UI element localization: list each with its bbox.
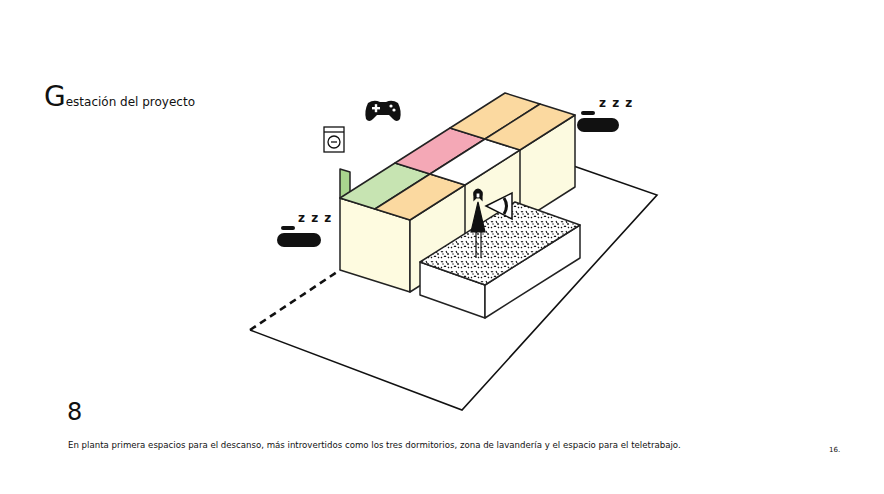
- planter: [420, 202, 580, 318]
- gamepad-icon: [389, 104, 392, 107]
- gamepad-icon: [375, 104, 377, 112]
- page-title: Gestación del proyecto: [44, 80, 195, 113]
- bed-icon: [577, 118, 619, 132]
- bed-icon: [277, 233, 321, 247]
- view-cone-icon: [504, 198, 507, 214]
- sleep-label: z z z: [599, 96, 633, 110]
- view-cone-icon: [486, 193, 512, 219]
- washing-machine-icon: [331, 141, 337, 142]
- gamepad-icon: [392, 108, 395, 111]
- page-number: 16.: [829, 446, 840, 454]
- person-figure: [471, 189, 485, 258]
- caption: En planta primera espacios para el desca…: [68, 440, 681, 450]
- person-figure: [471, 202, 485, 232]
- person-figure: [474, 189, 482, 200]
- bed-icon: [281, 226, 295, 230]
- step-number: 8: [67, 398, 82, 426]
- washing-machine-icon: [324, 127, 344, 152]
- bed-icon: [581, 111, 595, 115]
- washing-machine-icon: [324, 131, 344, 132]
- gamepad-icon: [365, 101, 400, 121]
- bed-icon: [277, 111, 619, 247]
- washing-machine-icon: [328, 136, 340, 148]
- planter: [420, 202, 580, 285]
- ground-plot: [250, 270, 340, 330]
- building-volume: [485, 104, 575, 150]
- sleep-label: z z z: [298, 211, 332, 225]
- washing-machine-icon: [324, 127, 344, 152]
- person-figure: [480, 232, 481, 258]
- person-figure: [475, 232, 476, 258]
- view-cone-icon: [486, 193, 512, 219]
- gamepad-icon: [365, 101, 400, 121]
